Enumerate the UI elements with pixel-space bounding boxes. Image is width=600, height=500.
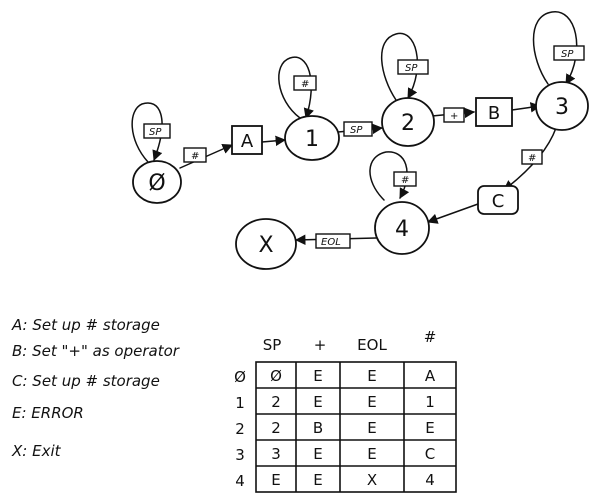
state-node-3: 3	[535, 81, 589, 131]
transition-table: SP + EOL # Ø 1 2 3 4 Ø E E A 2 E E 1 2 B…	[234, 328, 457, 493]
table-row-label: 3	[235, 446, 245, 464]
action-box-c: C	[477, 185, 519, 215]
edge-tag-s2-plus: +	[443, 107, 465, 123]
edge-tag-text: +	[450, 111, 458, 122]
table-cell: E	[367, 419, 376, 437]
state-label: 2	[401, 111, 415, 136]
table-cell: 2	[271, 419, 281, 437]
edge-tag-text: SP	[350, 125, 363, 136]
edge-tag-s3-hash: #	[521, 149, 543, 165]
table-cell: C	[425, 445, 435, 463]
table-column-header: SP	[263, 336, 282, 354]
legend-item-x: X: Exit	[11, 442, 62, 460]
legend: A: Set up # storage B: Set "+" as operat…	[11, 316, 180, 460]
edge-tag-s4-eol: EOL	[315, 233, 351, 249]
table-cell: X	[367, 471, 377, 489]
table-cell: 3	[271, 445, 281, 463]
edge-tag-text: SP	[561, 49, 574, 60]
edge-tag-text: SP	[149, 127, 162, 138]
state-node-4: 4	[374, 201, 430, 255]
state-node-0: Ø	[132, 160, 182, 204]
table-cell: E	[367, 445, 376, 463]
edge-tag-text: #	[528, 153, 536, 164]
state-node-1: 1	[284, 115, 340, 161]
state-label: 1	[305, 127, 319, 152]
table-cell: E	[313, 445, 322, 463]
table-row-label: 2	[235, 420, 245, 438]
state-label: 4	[395, 217, 409, 242]
state-node-exit: X	[235, 218, 297, 270]
table-cell: E	[367, 393, 376, 411]
table-cell: Ø	[270, 367, 282, 385]
table-cell: E	[271, 471, 280, 489]
legend-item-e: E: ERROR	[12, 404, 84, 422]
table-cell: E	[367, 367, 376, 385]
action-label: B	[488, 103, 500, 124]
edge-tag-s0-sp: SP	[143, 123, 171, 139]
table-cell: E	[425, 419, 434, 437]
table-row-label: 1	[235, 394, 245, 412]
action-label: A	[241, 131, 254, 152]
state-node-2: 2	[381, 97, 435, 147]
table-row-label: Ø	[234, 368, 246, 386]
legend-item-b: B: Set "+" as operator	[12, 342, 180, 360]
edge-tag-s3-sp: SP	[553, 45, 585, 61]
edge-tag-s0-hash: #	[183, 147, 207, 163]
table-row-label: 4	[235, 472, 245, 490]
legend-item-c: C: Set up # storage	[12, 372, 160, 390]
table-grid-outline	[255, 361, 457, 493]
table-cell: 1	[425, 393, 435, 411]
edge-tag-text: #	[401, 175, 409, 186]
action-label: C	[492, 191, 505, 212]
table-cell: E	[313, 367, 322, 385]
action-box-a: A	[231, 125, 263, 155]
table-cell: E	[313, 471, 322, 489]
table-column-header: EOL	[357, 336, 387, 354]
table-cell: E	[313, 393, 322, 411]
edge-c-to-s4	[427, 203, 479, 224]
table-column-header: #	[424, 328, 437, 346]
action-box-b: B	[475, 97, 513, 127]
edge-tag-text: #	[191, 151, 199, 162]
state-label: Ø	[148, 171, 165, 196]
table-column-header: +	[314, 336, 327, 354]
edge-a-to-s1	[261, 135, 287, 147]
legend-item-a: A: Set up # storage	[11, 316, 160, 334]
edge-tag-s1-hash: #	[293, 75, 317, 91]
state-label: X	[258, 233, 273, 258]
table-cell: 4	[425, 471, 435, 489]
edge-tag-text: EOL	[321, 237, 341, 248]
table-cell: 2	[271, 393, 281, 411]
state-label: 3	[555, 95, 569, 120]
edge-tag-text: SP	[405, 63, 418, 74]
table-cell: A	[425, 367, 436, 385]
table-cell: B	[313, 419, 323, 437]
edge-tag-s4-hash: #	[393, 171, 417, 187]
edge-tag-s2-sp: SP	[397, 59, 429, 75]
edge-tag-s1-sp: SP	[343, 121, 373, 137]
edge-tag-text: #	[301, 79, 309, 90]
